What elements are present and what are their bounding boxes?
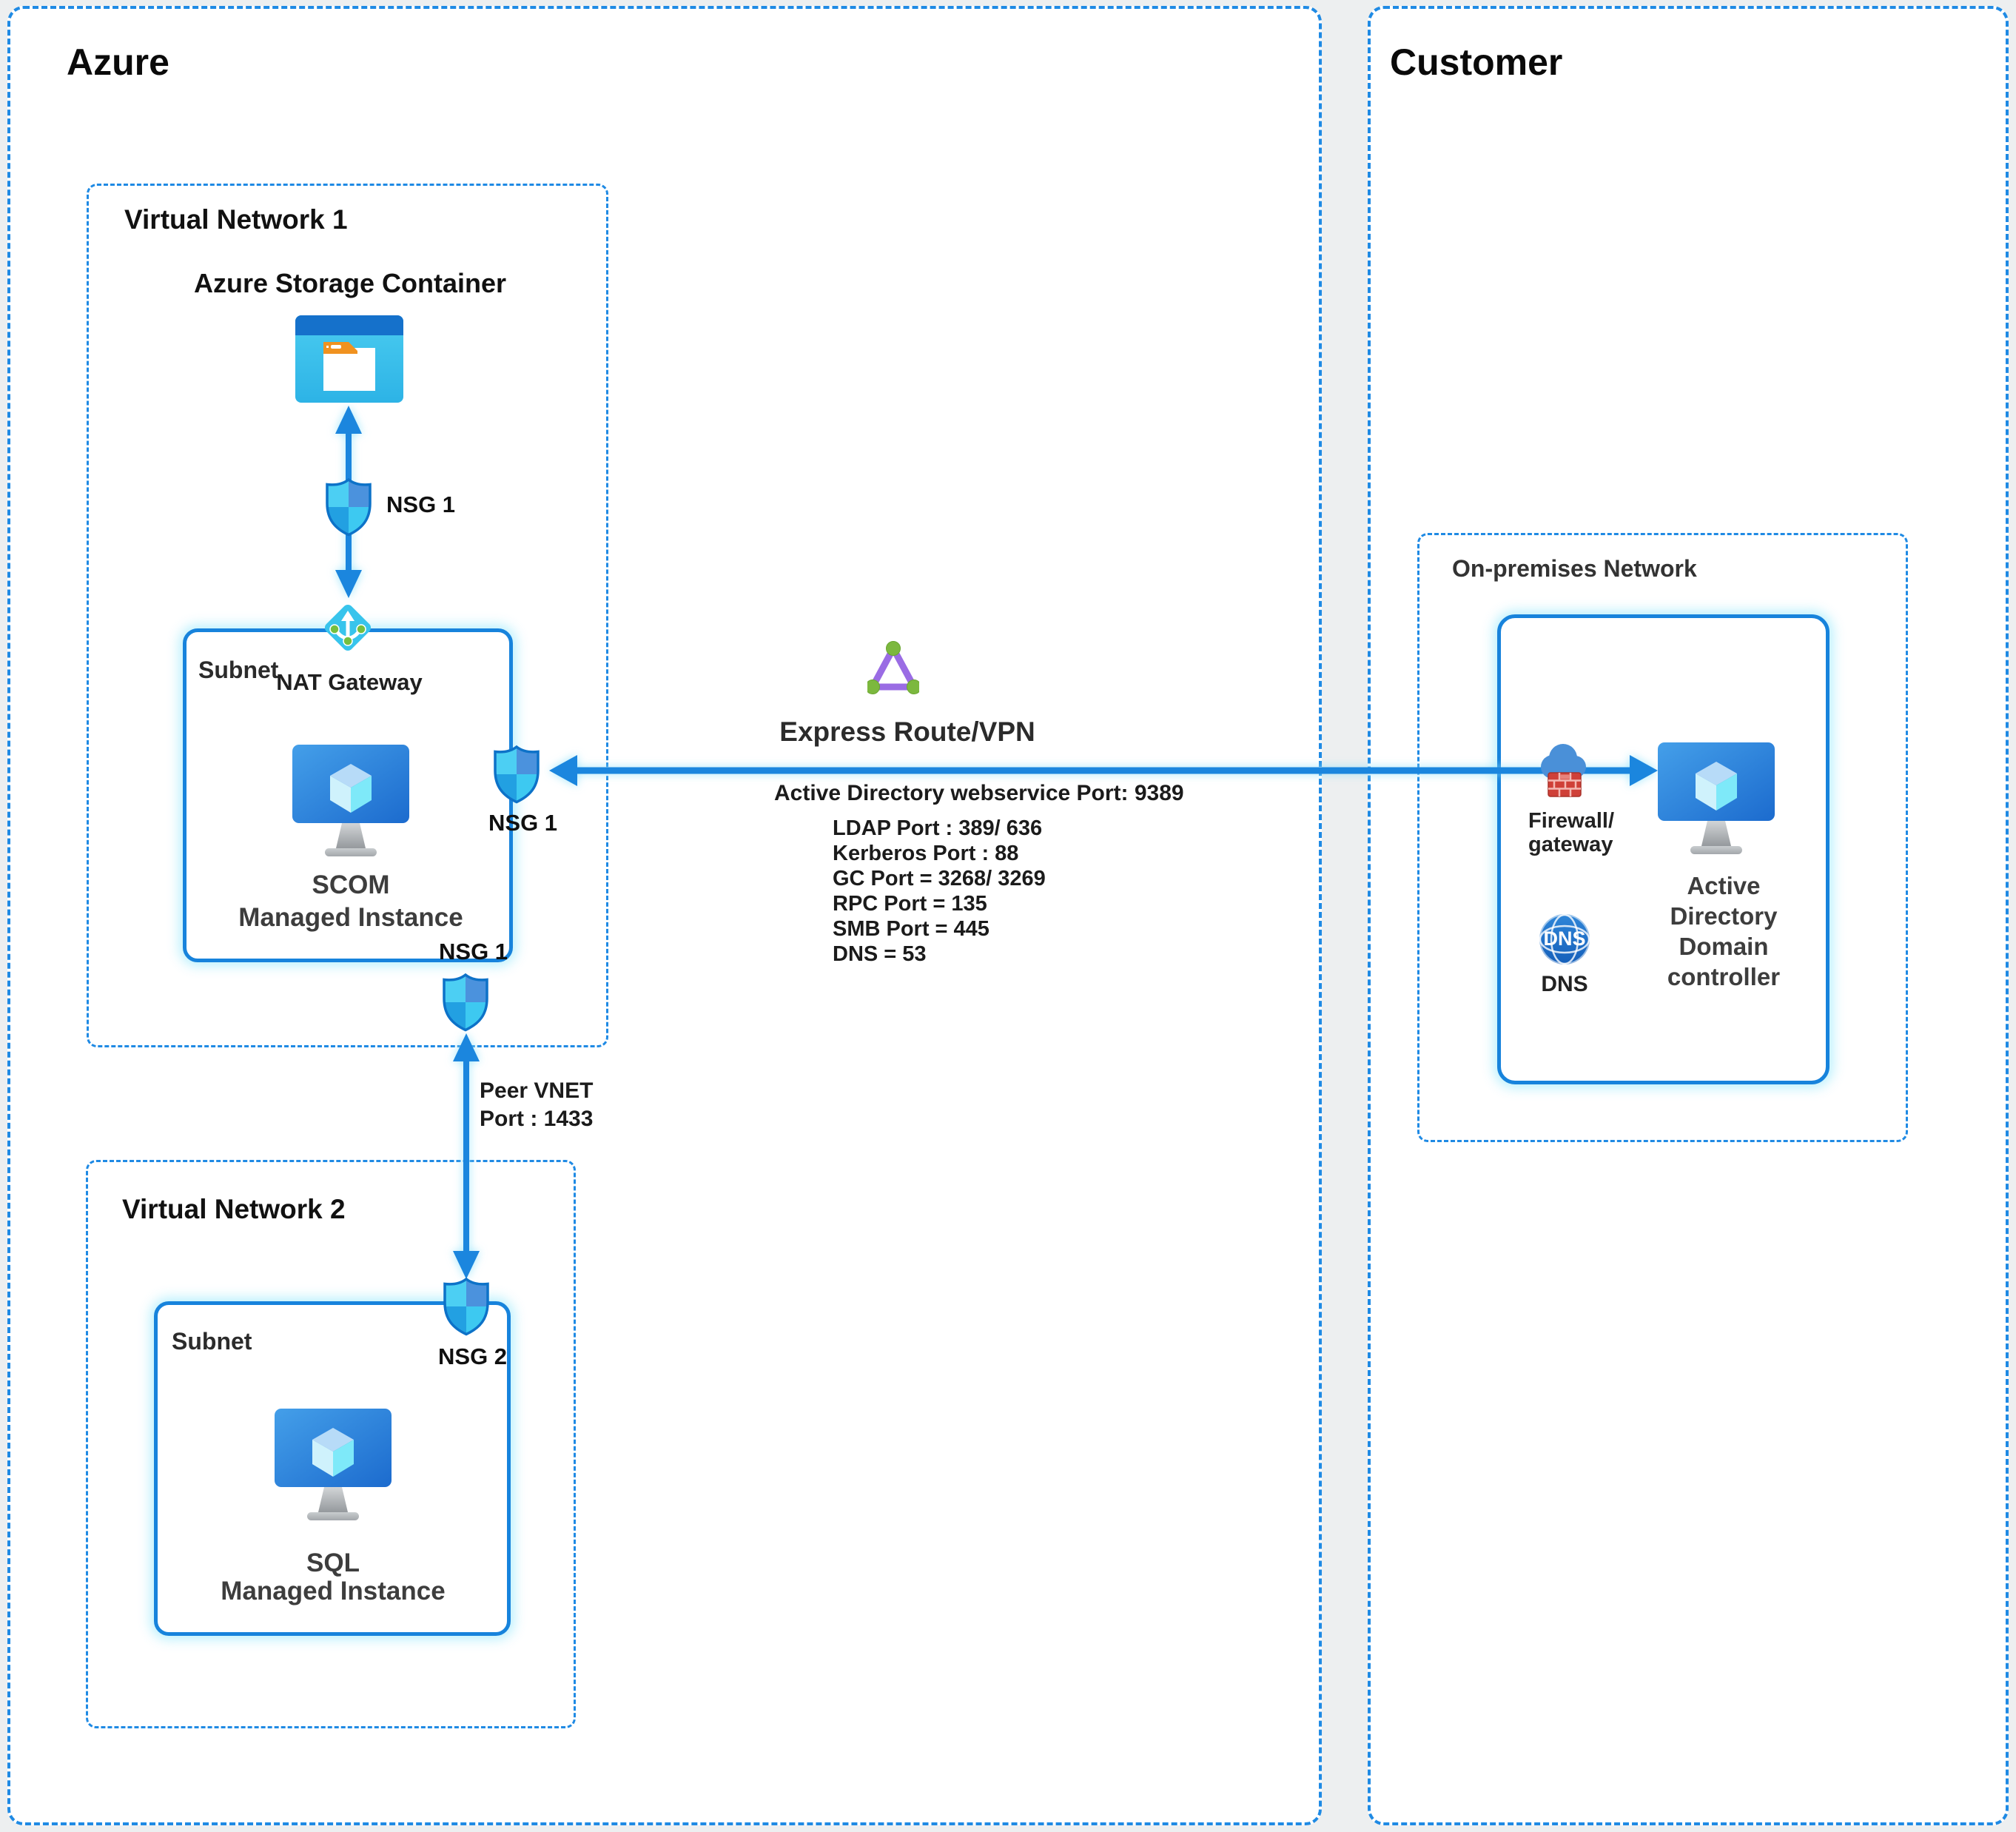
scom-label-line2: Managed Instance	[238, 903, 463, 932]
arrow-express-route-link	[549, 755, 1658, 786]
nsg1-bottom-label: NSG 1	[439, 939, 508, 964]
vnet2-box	[86, 1160, 576, 1728]
nsg1-right-label: NSG 1	[488, 810, 558, 836]
port-line-gc: GC Port = 3268/ 3269	[833, 867, 1046, 890]
vnet1-box	[87, 184, 608, 1047]
express-route-vpn-icon	[867, 641, 919, 694]
port-line-dns: DNS = 53	[833, 942, 927, 966]
adc-label-line3: Domain	[1679, 933, 1769, 960]
onprem-network-label: On-premises Network	[1452, 555, 1697, 582]
onprem-inner-box	[1497, 614, 1829, 1084]
nsg1-shield-bottom-icon	[443, 973, 488, 1032]
peer-vnet-label-line2: Port : 1433	[480, 1107, 594, 1131]
storage-label: Azure Storage Container	[193, 268, 507, 298]
nsg1-shield-right-icon	[494, 745, 540, 804]
port-line-kerberos: Kerberos Port : 88	[833, 842, 1019, 865]
firewall-label-line2: gateway	[1528, 833, 1613, 856]
adc-label-line1: Active	[1687, 872, 1761, 899]
active-directory-domain-controller-icon	[1658, 742, 1775, 854]
nsg1-shield-top-icon	[326, 477, 372, 537]
sql-managed-instance-icon	[275, 1409, 392, 1520]
dns-label: DNS	[1541, 972, 1588, 996]
onprem-network-box	[1417, 533, 1908, 1142]
vnet2-label: Virtual Network 2	[122, 1194, 346, 1224]
arrow-peer-vnet	[453, 1033, 480, 1279]
ad-webservice-port-label: Active Directory webservice Port: 9389	[774, 781, 1184, 805]
port-line-ldap: LDAP Port : 389/ 636	[833, 816, 1043, 840]
nsg1-top-label: NSG 1	[386, 491, 456, 517]
nat-gateway-label: NAT Gateway	[276, 669, 423, 695]
firewall-label-line1: Firewall/	[1528, 809, 1615, 833]
nat-gateway-icon	[324, 604, 372, 651]
express-route-label: Express Route/VPN	[779, 717, 1035, 747]
azure-storage-container-icon	[295, 315, 403, 403]
scom-managed-instance-icon	[292, 745, 409, 856]
adc-label-line2: Directory	[1670, 902, 1778, 930]
dns-icon	[1539, 913, 1590, 965]
port-line-smb: SMB Port = 445	[833, 917, 989, 941]
firewall-gateway-icon	[1541, 744, 1586, 797]
nsg2-label: NSG 2	[438, 1343, 508, 1369]
peer-vnet-label-line1: Peer VNET	[480, 1078, 594, 1103]
customer-title: Customer	[1390, 41, 1563, 83]
scom-label-line1: SCOM	[312, 870, 390, 899]
dns-icon-text: DNS	[1543, 927, 1586, 950]
subnet1-label: Subnet	[198, 657, 279, 683]
subnet1-box	[183, 628, 513, 962]
sql-label-line2: Managed Instance	[221, 1577, 446, 1605]
sql-label-line1: SQL	[306, 1549, 360, 1577]
subnet2-label: Subnet	[172, 1328, 252, 1355]
nsg2-shield-icon	[443, 1277, 489, 1336]
port-line-rpc: RPC Port = 135	[833, 892, 987, 916]
vnet1-label: Virtual Network 1	[124, 204, 348, 235]
azure-title: Azure	[67, 41, 169, 83]
adc-label-line4: controller	[1667, 963, 1781, 990]
